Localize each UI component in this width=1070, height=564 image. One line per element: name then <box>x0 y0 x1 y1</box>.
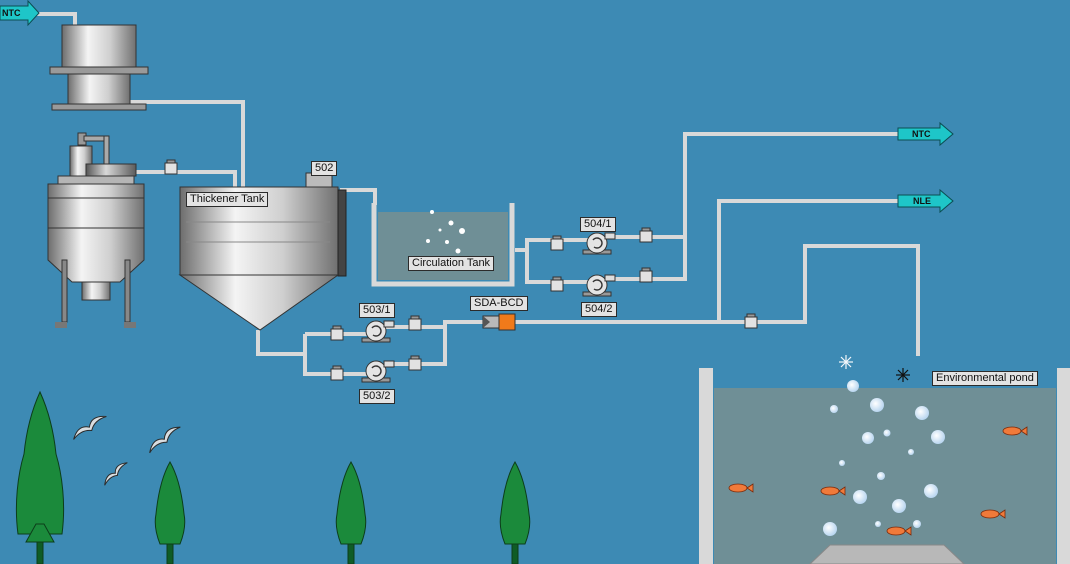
pipe-top-vessel <box>130 100 245 190</box>
pipe-thickener-out <box>256 330 305 356</box>
bird-icon <box>104 462 128 486</box>
valve-icon[interactable] <box>408 355 422 371</box>
pump-503-2-label: 503/2 <box>359 389 395 404</box>
trees <box>15 390 531 564</box>
pump-504-1-label: 504/1 <box>580 217 616 232</box>
pipe-504-2-out <box>605 237 687 281</box>
valve-icon[interactable] <box>164 159 178 175</box>
tree-icon <box>154 460 186 564</box>
fish-group <box>728 426 1028 536</box>
sparkle-icon <box>839 355 853 369</box>
pond-bubbles <box>823 380 945 536</box>
pipes <box>36 12 920 376</box>
pipe-circ-504-2 <box>525 250 590 284</box>
nle-right-arrow-label: NLE <box>913 196 931 206</box>
sda-bcd-actuator-icon[interactable] <box>482 313 516 331</box>
sparkle-dark-icon <box>896 368 910 382</box>
fish-icon <box>728 483 754 493</box>
pump-504-1-icon[interactable] <box>582 232 616 255</box>
tree-icon <box>15 390 65 564</box>
bird-icon <box>73 415 107 440</box>
top-storage-vessel <box>49 24 149 111</box>
bird-icon <box>149 426 181 454</box>
valves <box>164 159 758 381</box>
pump-503-2-icon[interactable] <box>361 360 395 383</box>
fish-icon <box>980 509 1006 519</box>
pipe-ntc-top <box>36 12 77 26</box>
circulation-tank <box>371 203 515 287</box>
reactor-vessel <box>47 132 145 328</box>
pump-504-2-label: 504/2 <box>581 302 617 317</box>
sda-bcd-label: SDA-BCD <box>470 296 528 311</box>
valve-icon[interactable] <box>330 365 344 381</box>
pipe-to-circulation <box>340 188 377 205</box>
thickener-tank-label: Thickener Tank <box>186 192 269 207</box>
valve-icon[interactable] <box>744 313 758 329</box>
tree-icon <box>335 460 367 564</box>
valve-icon[interactable] <box>550 235 564 251</box>
valve-icon[interactable] <box>330 325 344 341</box>
fish-icon <box>1002 426 1028 436</box>
environmental-pond <box>699 355 1070 564</box>
valve-icon[interactable] <box>408 315 422 331</box>
nle-right-arrow-icon <box>897 188 954 214</box>
valve-icon[interactable] <box>639 227 653 243</box>
pipe-to-nle <box>717 199 905 322</box>
circulation-tank-label: Circulation Tank <box>408 256 495 271</box>
ntc-right-arrow-label: NTC <box>912 129 931 139</box>
tank-tag-502: 502 <box>311 161 338 176</box>
pump-504-2-icon[interactable] <box>582 274 616 297</box>
pipe-503-2-out <box>385 327 447 366</box>
tree-icon <box>499 460 531 564</box>
pipe-503-2-in <box>303 334 370 376</box>
pumps <box>361 232 616 383</box>
ntc-right-arrow-icon <box>897 121 954 147</box>
fish-icon <box>886 526 912 536</box>
pipe-to-ntc <box>605 132 905 239</box>
valve-icon[interactable] <box>550 276 564 292</box>
ntc-top-arrow-icon <box>0 0 40 27</box>
valve-icon[interactable] <box>639 267 653 283</box>
birds <box>73 415 181 486</box>
fish-icon <box>820 486 846 496</box>
pipe-to-pond <box>515 244 920 356</box>
pump-503-1-label: 503/1 <box>359 303 395 318</box>
ntc-top-arrow-label: NTC <box>2 8 21 18</box>
pump-503-1-icon[interactable] <box>361 320 395 343</box>
environmental-pond-label: Environmental pond <box>932 371 1038 386</box>
